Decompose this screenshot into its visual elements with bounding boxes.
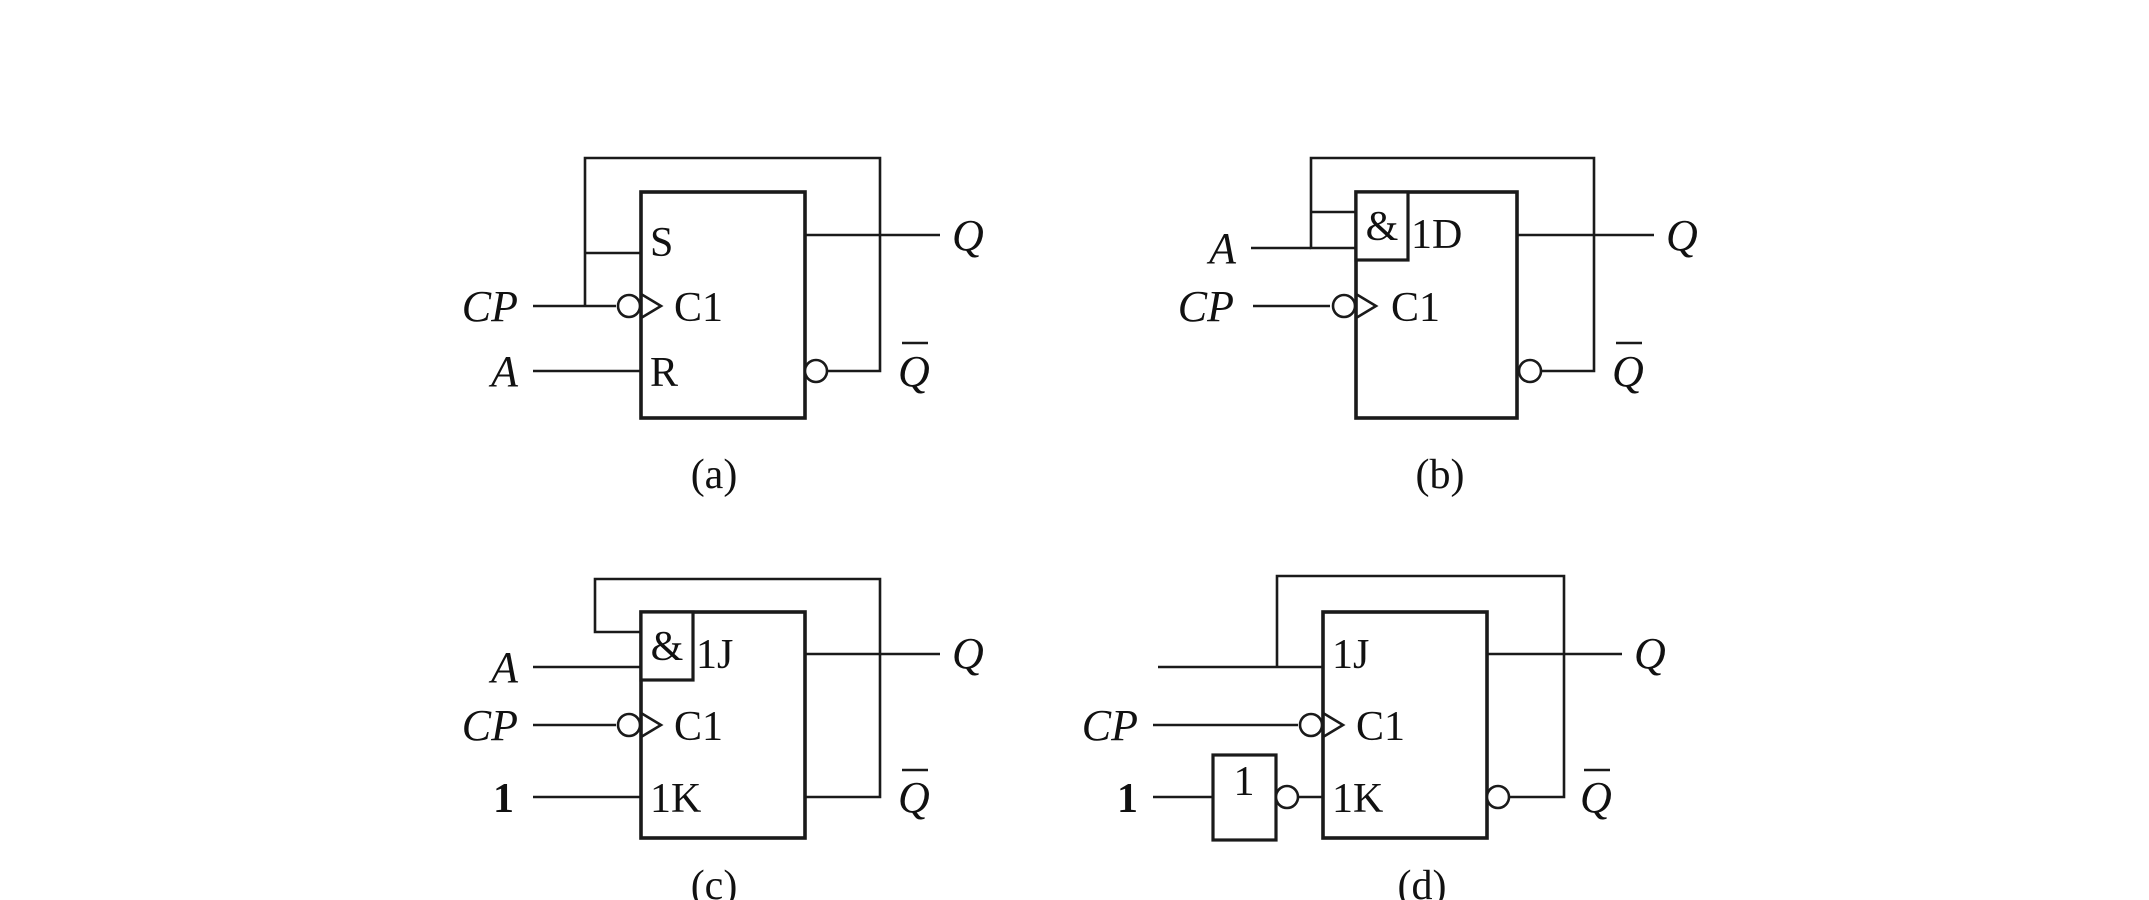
output-qbar-label: Q [898,347,930,396]
flip-flop-a-body [639,190,807,420]
caption-a: (a) [691,452,738,498]
input-cp-label: CP [1082,701,1138,750]
wire-d-feedback-qbar [1275,574,1566,799]
diagram-d: 1 1J C1 1K CP 1 Q Q (d) [1082,574,1666,900]
clock-edge-triangle-d [1322,711,1346,739]
caption-d: (d) [1398,863,1447,900]
input-a-label: A [488,347,519,396]
pin-1j-label: 1J [1332,632,1369,678]
clock-edge-triangle-c [640,711,664,739]
wire-c-qbar-output [805,654,882,799]
clock-edge-triangle-a [640,292,664,320]
not-gate-output-bubble [1274,784,1300,810]
clock-inversion-bubble-d [1298,712,1324,738]
flip-flop-d-body [1321,610,1489,840]
qbar-inversion-bubble-d [1485,784,1511,810]
diagram-c: & 1J C1 1K A CP 1 Q Q (c) [462,577,984,900]
caption-c: (c) [691,863,738,900]
clock-inversion-bubble-a [616,293,642,319]
input-cp-label: CP [462,701,518,750]
caption-b: (b) [1416,452,1465,498]
wire-b-feedback-q [1311,210,1654,237]
pin-c1-label: C1 [674,285,723,331]
pin-c1-label: C1 [1356,704,1405,750]
diagram-a: S C1 R CP A Q Q (a) [462,156,984,498]
output-q-label: Q [952,211,984,260]
wire-b-feedback-qbar [1309,156,1596,373]
output-q-label: Q [952,629,984,678]
and-gate-b [1354,190,1410,262]
not-gate-d-symbol: 1 [1234,759,1255,805]
pin-c1-label: C1 [1391,285,1440,331]
input-cp-label: CP [462,282,518,331]
pin-1k-label: 1K [1332,776,1383,822]
output-qbar-label: Q [1612,347,1644,396]
pin-r-label: R [650,350,678,396]
and-gate-b-symbol: & [1366,204,1399,250]
pin-1j-label: 1J [696,632,733,678]
qbar-inversion-bubble-a [803,358,829,384]
pin-1k-label: 1K [650,776,701,822]
input-a-label: A [488,643,519,692]
input-constant-one-label: 1 [493,776,514,822]
output-q-label: Q [1666,211,1698,260]
pin-1d-label: 1D [1411,212,1462,258]
wire-a-feedback-qbar-to-s [583,156,882,373]
input-a-label: A [1206,224,1237,273]
and-gate-c [639,610,695,682]
wire-c-feedback-q [593,577,882,656]
pin-c1-label: C1 [674,704,723,750]
pin-s-label: S [650,220,673,266]
and-gate-c-symbol: & [651,624,684,670]
input-cp-label: CP [1178,282,1234,331]
clock-inversion-bubble-b [1331,293,1357,319]
input-constant-one-label: 1 [1117,776,1138,822]
clock-inversion-bubble-c [616,712,642,738]
clock-edge-triangle-b [1355,292,1379,320]
output-qbar-label: Q [898,773,930,822]
output-q-label: Q [1634,629,1666,678]
qbar-inversion-bubble-b [1517,358,1543,384]
output-qbar-label: Q [1580,773,1612,822]
diagram-b: & 1D C1 A CP Q Q (b) [1178,156,1698,498]
